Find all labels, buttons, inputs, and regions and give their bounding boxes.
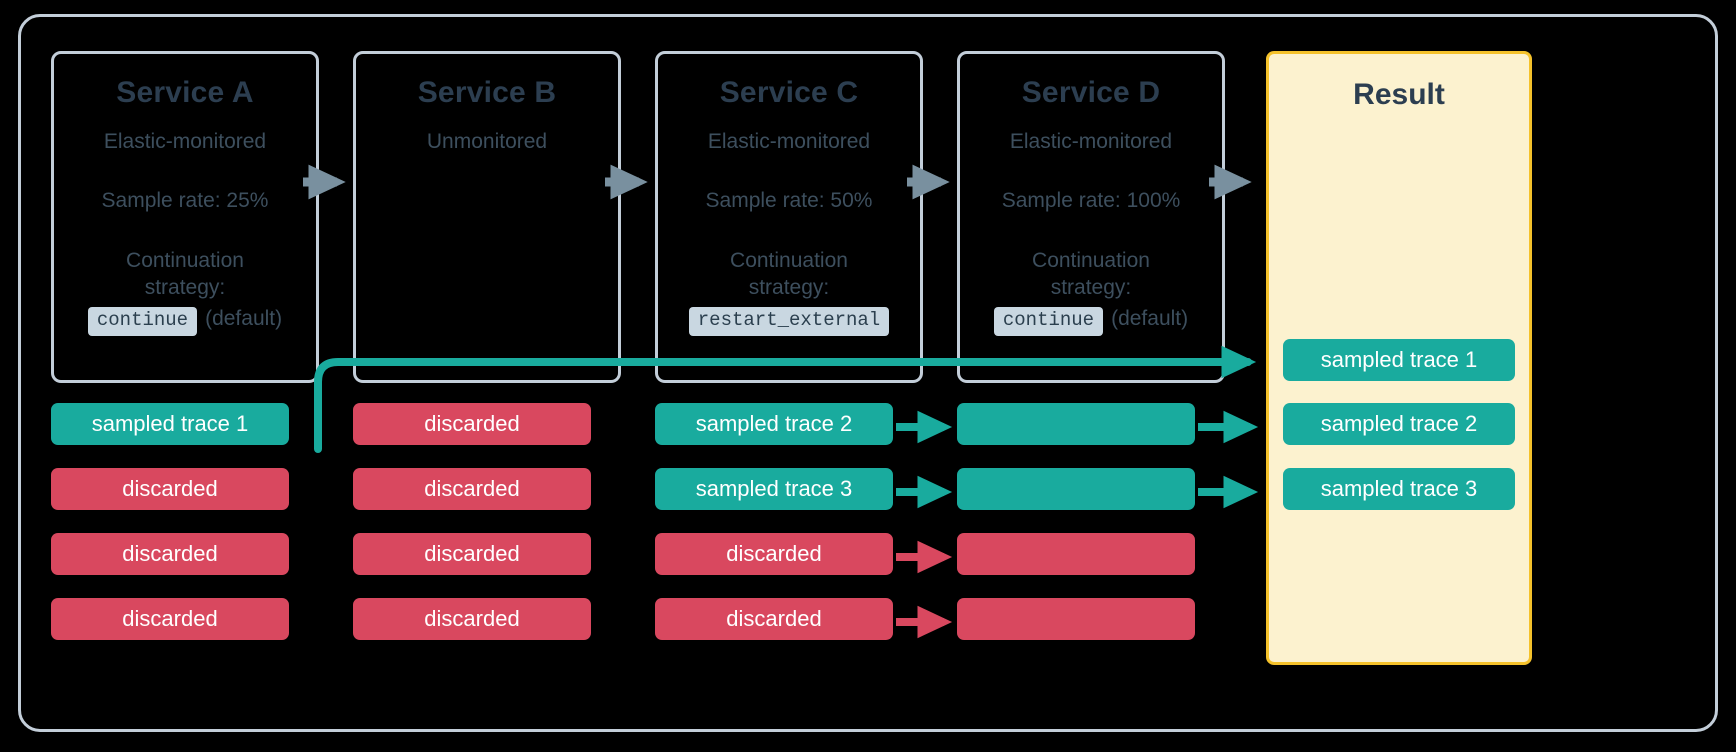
service-title: Service C	[719, 76, 859, 109]
service-strategy-line: continue (default)	[993, 307, 1189, 336]
service-monitoring-status: Elastic-monitored	[103, 129, 267, 153]
service-title: Service D	[1021, 76, 1161, 109]
service-sample-rate: Sample rate: 100%	[1001, 188, 1181, 212]
service-strategy-line: restart_external	[688, 307, 890, 336]
service-monitoring-status: Elastic-monitored	[707, 129, 871, 153]
list-item: discarded	[353, 533, 591, 575]
diagram-frame: Service A Elastic-monitored Sample rate:…	[18, 14, 1718, 732]
list-item: discarded	[655, 598, 893, 640]
strategy-code-badge: continue	[993, 307, 1104, 336]
list-item: sampled trace 3	[655, 468, 893, 510]
list-item: discarded	[655, 533, 893, 575]
service-title: Service A	[116, 76, 254, 109]
list-item	[957, 403, 1195, 445]
service-monitoring-status: Unmonitored	[426, 129, 548, 153]
list-item: discarded	[51, 468, 289, 510]
service-card-c: Service C Elastic-monitored Sample rate:…	[655, 51, 923, 383]
service-title: Service B	[417, 76, 557, 109]
list-item: discarded	[353, 403, 591, 445]
strategy-default-note: (default)	[1111, 307, 1189, 331]
list-item: discarded	[353, 468, 591, 510]
strategy-code-badge: continue	[87, 307, 198, 336]
service-sample-rate: Sample rate: 50%	[705, 188, 873, 212]
list-item	[957, 533, 1195, 575]
strategy-code-badge: restart_external	[688, 307, 890, 336]
result-trace-item: sampled trace 1	[1283, 339, 1515, 381]
strategy-default-note: (default)	[205, 307, 283, 331]
service-sample-rate: Sample rate: 25%	[101, 188, 269, 212]
service-strategy-label: Continuation strategy:	[730, 248, 848, 300]
result-title: Result	[1353, 78, 1445, 111]
service-strategy-label: Continuation strategy:	[126, 248, 244, 300]
result-trace-item: sampled trace 3	[1283, 468, 1515, 510]
list-item: discarded	[51, 533, 289, 575]
service-card-b: Service B Unmonitored	[353, 51, 621, 383]
list-item	[957, 598, 1195, 640]
result-trace-item: sampled trace 2	[1283, 403, 1515, 445]
service-strategy-label: Continuation strategy:	[1032, 248, 1150, 300]
list-item: discarded	[353, 598, 591, 640]
list-item: sampled trace 2	[655, 403, 893, 445]
list-item	[957, 468, 1195, 510]
list-item: sampled trace 1	[51, 403, 289, 445]
service-card-a: Service A Elastic-monitored Sample rate:…	[51, 51, 319, 383]
service-monitoring-status: Elastic-monitored	[1009, 129, 1173, 153]
list-item: discarded	[51, 598, 289, 640]
service-strategy-line: continue (default)	[87, 307, 283, 336]
service-card-d: Service D Elastic-monitored Sample rate:…	[957, 51, 1225, 383]
